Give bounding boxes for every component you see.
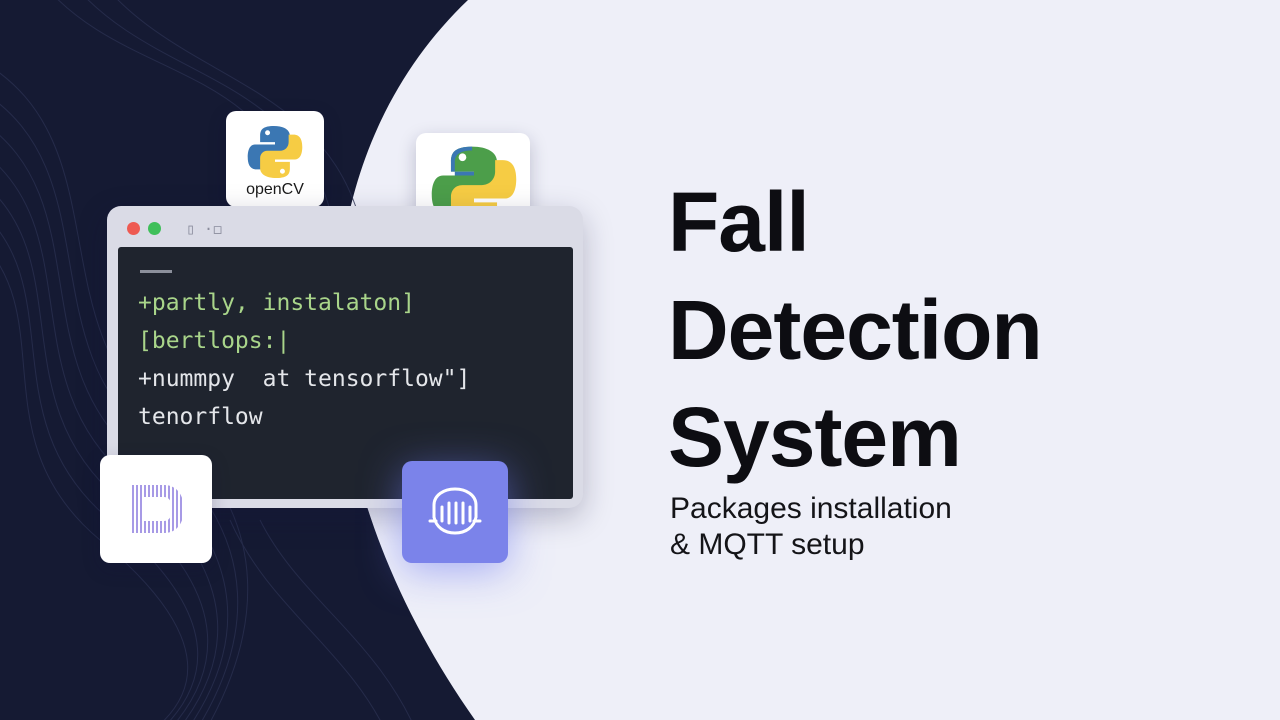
title-line-2: Detection — [668, 283, 1043, 377]
opencv-card: openCV — [226, 111, 324, 207]
window-controls — [127, 222, 161, 235]
subtitle-line-1: Packages installation — [670, 492, 952, 525]
subtitle-line-2: & MQTT setup — [670, 528, 865, 561]
maximize-dot-icon[interactable] — [148, 222, 161, 235]
code-line-1: +partly, instalaton] — [138, 290, 415, 316]
striped-logo-card — [100, 455, 212, 563]
code-line-2: [bertlops:| — [138, 328, 291, 354]
titlebar-icon: ▯ ·◻ — [186, 220, 223, 238]
title-line-1: Fall — [668, 175, 810, 269]
python-logo-icon — [247, 125, 303, 179]
opencv-label: openCV — [246, 181, 304, 198]
striped-c-logo-icon — [130, 485, 184, 533]
robot-hand-icon — [428, 487, 482, 535]
code-line-4: tenorflow — [138, 404, 263, 430]
close-dot-icon[interactable] — [127, 222, 140, 235]
cursor-bar — [140, 270, 172, 273]
code-line-3: +nummpy at tensorflow"] — [138, 366, 471, 392]
title-line-3: System — [668, 390, 962, 484]
mqtt-card — [402, 461, 508, 563]
